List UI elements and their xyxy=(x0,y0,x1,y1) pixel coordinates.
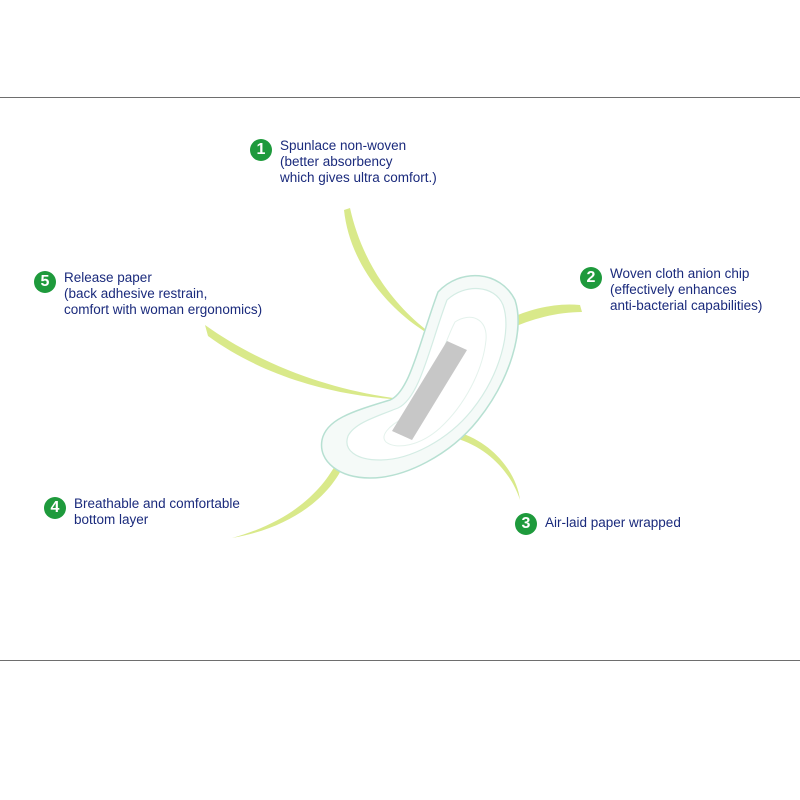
callout-line: Release paper xyxy=(64,270,152,285)
pad-illustration xyxy=(320,274,519,479)
callout-line: Breathable and comfortable xyxy=(74,496,240,511)
leader-line-4 xyxy=(232,460,345,538)
callout-bottom-layer: 4 Breathable and comfortable bottom laye… xyxy=(44,496,240,528)
callout-text-3: Air-laid paper wrapped xyxy=(545,515,681,531)
callout-release-paper: 5 Release paper (back adhesive restrain,… xyxy=(34,270,262,318)
anion-chip xyxy=(392,341,467,440)
callout-line: comfort with woman ergonomics) xyxy=(64,302,263,317)
callout-line: bottom layer xyxy=(74,512,149,527)
number-badge-4: 4 xyxy=(44,497,66,519)
callout-line: (effectively enhances xyxy=(610,282,737,297)
callout-line: (better absorbency xyxy=(280,154,393,169)
top-divider xyxy=(0,97,800,98)
bottom-divider xyxy=(0,660,800,661)
leader-line-5 xyxy=(205,325,410,400)
callout-line: anti-bacterial capabilities) xyxy=(610,298,763,313)
callout-text-2: Woven cloth anion chip (effectively enha… xyxy=(610,266,762,314)
number-badge-3: 3 xyxy=(515,513,537,535)
callout-text-1: Spunlace non-woven (better absorbency wh… xyxy=(280,138,437,186)
leader-line-1 xyxy=(344,208,440,340)
number-badge-2: 2 xyxy=(580,267,602,289)
callout-line: Spunlace non-woven xyxy=(280,138,407,153)
number-badge-1: 1 xyxy=(250,139,272,161)
callout-spunlace: 1 Spunlace non-woven (better absorbency … xyxy=(250,138,437,186)
callout-text-5: Release paper (back adhesive restrain, c… xyxy=(64,270,262,318)
callout-line: which gives ultra comfort.) xyxy=(280,170,437,185)
callout-line: Woven cloth anion chip xyxy=(610,266,750,281)
callout-line: (back adhesive restrain, xyxy=(64,286,208,301)
number-badge-5: 5 xyxy=(34,271,56,293)
callout-air-laid: 3 Air-laid paper wrapped xyxy=(515,512,681,535)
callout-line: Air-laid paper wrapped xyxy=(545,515,681,530)
callout-anion-chip: 2 Woven cloth anion chip (effectively en… xyxy=(580,266,762,314)
callout-text-4: Breathable and comfortable bottom layer xyxy=(74,496,240,528)
leader-line-3 xyxy=(455,432,520,500)
